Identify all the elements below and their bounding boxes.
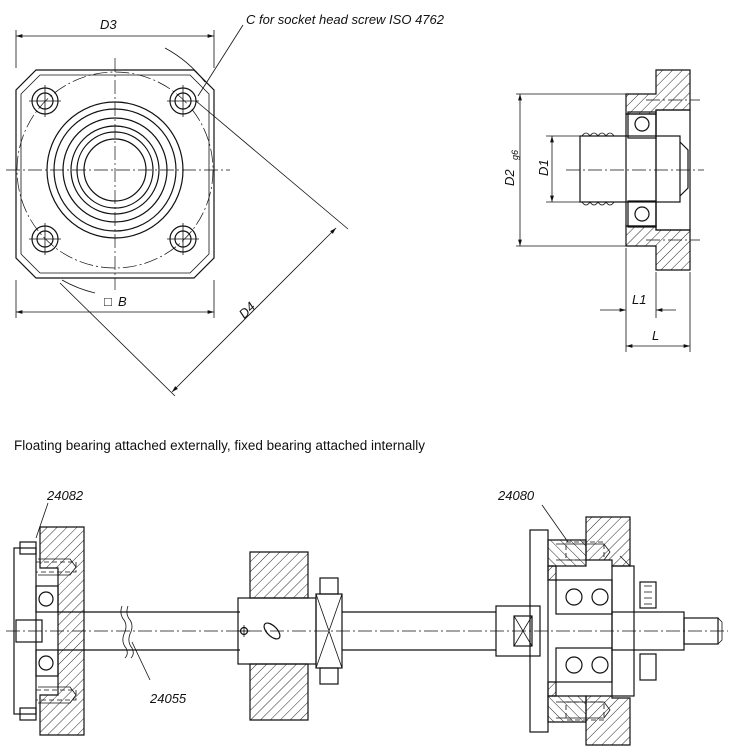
- b-label: B: [118, 294, 127, 309]
- d4-dimension-line: [171, 227, 337, 393]
- fixed-bearing-24080: 24080: [495, 488, 723, 746]
- housing-section-upper: [625, 69, 691, 115]
- assembly-caption: Floating bearing attached externally, fi…: [14, 438, 426, 453]
- part-24080-label: 24080: [497, 488, 535, 503]
- bore: [83, 138, 147, 202]
- l1-label: L1: [632, 292, 646, 307]
- d2-tolerance: g6: [510, 150, 520, 160]
- d1-label: D1: [536, 159, 551, 176]
- side-bearing-upper: [627, 111, 657, 139]
- screw-note-leader: [197, 24, 244, 97]
- side-bearing-lower: [627, 200, 657, 228]
- front-view: D3 C for socket head screw ISO 4762 □ B …: [6, 12, 445, 397]
- d4-label: D4: [236, 299, 258, 321]
- assembly-view: 24082 24055: [6, 488, 728, 746]
- side-view: D2 g6 D1 L1 L: [502, 69, 704, 352]
- floating-bearing-24082: 24082: [13, 488, 85, 736]
- housing-section-lower: [625, 225, 691, 271]
- nut-housing: [237, 551, 343, 721]
- bolt-circle: [16, 71, 214, 269]
- screw-note-label: C for socket head screw ISO 4762: [246, 12, 445, 27]
- part-24055-leader: [131, 641, 151, 681]
- part-24082-label: 24082: [46, 488, 84, 503]
- b-symbol: □: [104, 294, 112, 309]
- bolt-hole-top-left: [29, 85, 61, 117]
- l-label: L: [652, 328, 659, 343]
- d2-label: D2: [502, 169, 517, 186]
- side-shaft: [579, 135, 681, 203]
- part-24055-label: 24055: [149, 691, 187, 706]
- bolt-hole-bottom-left: [29, 223, 61, 255]
- part-24080-leader: [541, 504, 569, 543]
- part-24082-leader: [35, 502, 49, 539]
- outer-ring: [46, 101, 184, 239]
- bearing-ring: [70, 125, 160, 215]
- d3-label: D3: [100, 17, 117, 32]
